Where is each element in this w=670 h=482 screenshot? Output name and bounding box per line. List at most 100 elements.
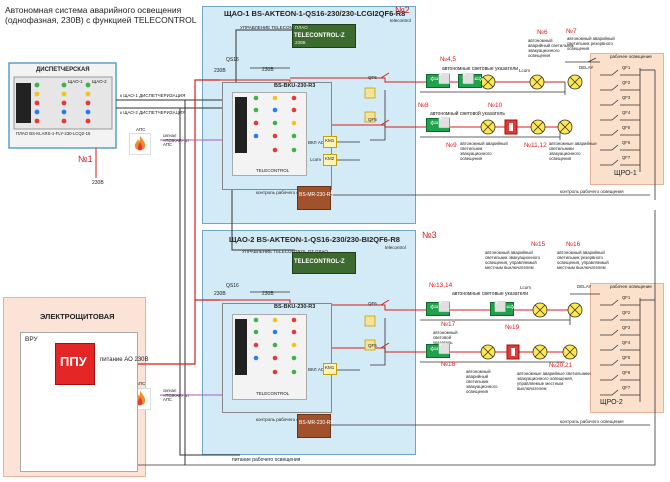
exit-sign-4	[426, 74, 450, 88]
exit-running-man-icon: ⇦⬜	[430, 302, 451, 313]
electro-work-feed: питание рабочего освещения	[232, 457, 301, 463]
g1-n8: №8	[418, 102, 429, 109]
panel2-bku-screen	[235, 319, 247, 375]
flame-icon	[134, 136, 146, 151]
panel2-qf6: QF6	[368, 301, 377, 306]
panel2-km1	[323, 363, 337, 375]
shro2-qf7: QF7	[622, 385, 631, 390]
exit-sign-5	[458, 74, 482, 88]
g1-n6-desc: автономный аварийный светильник эвакуаци…	[528, 38, 574, 58]
dispatch-bus1: к ЩАО-1 ДИСПЕТЧЕРИЗАЦИЯ	[120, 93, 186, 98]
panel2-qf5: QF5	[368, 343, 377, 348]
panel1-tc-label: TELECONTROL-Z	[294, 33, 345, 39]
shro1-breakers	[600, 68, 655, 172]
panel2-tc-module	[292, 252, 356, 274]
shro2-qf4: QF4	[622, 340, 631, 345]
fire-alarm-label-2: АПС	[136, 381, 146, 386]
panel1-qf6: QF6	[368, 75, 377, 80]
panel1-num: №2	[395, 5, 410, 15]
g1-n1112: №11,12	[524, 142, 547, 149]
shro1-qf3: QF3	[622, 95, 631, 100]
panel1-telecontrol-bus: telecontrol	[390, 18, 411, 23]
panel2-tc-label: TELECONTROL-Z	[294, 259, 345, 265]
lamps-group2	[480, 302, 583, 360]
diagram-title-line1: Автономная система аварийного освещения	[5, 5, 182, 15]
g2-n15-desc: автономный аварийный светильник эвакуаци…	[485, 250, 541, 270]
g1-n7-desc: автономный аварийный светильник резервно…	[567, 36, 615, 51]
g2-n2021-desc: автономные аварийные светильники эвакуац…	[517, 371, 591, 391]
panel1-breakers	[364, 87, 376, 123]
g1-n10: №10	[488, 102, 503, 109]
g2-n18: №18	[441, 361, 456, 368]
panel2-qs: QS16	[226, 283, 239, 289]
panel1-bku-label: BS-BKU-230-R3	[274, 83, 316, 89]
exit-running-man-icon: ⇦⬜	[430, 74, 451, 85]
panel2-vkl: ВКЛ АО	[308, 367, 325, 372]
panel1-km2	[323, 154, 337, 166]
panel1-230b: 230В	[262, 67, 274, 73]
exit-running-man-icon: ⇦⬜	[430, 344, 451, 355]
g1-shro: ЩРО-1	[614, 170, 637, 177]
g1-n45: №4,5	[440, 56, 457, 63]
shro1-qf1: QF1	[622, 65, 631, 70]
panel1-mr-module	[297, 186, 331, 210]
panel1-bku-screen	[235, 97, 247, 153]
shro2-qf5: QF5	[622, 355, 631, 360]
g1-n6: №6	[537, 29, 548, 36]
g1-n7: №7	[566, 28, 577, 35]
panel1-230: 230В	[214, 68, 226, 74]
g2-n2021: №20,21	[549, 362, 573, 369]
panel2-mr-module	[297, 414, 331, 438]
panel1-vkl: ВКЛ АО	[308, 140, 325, 145]
panel2-mr-label: BS-MR-230-R5	[299, 420, 334, 426]
exit-running-man-icon: ⇦⬜	[430, 118, 451, 129]
shro2-qf6: QF6	[622, 370, 631, 375]
g2-n15: №15	[531, 241, 546, 248]
panel1-lcom: Lcom	[310, 157, 322, 162]
shro1-qf7: QF7	[622, 155, 631, 160]
shro2-qf1: QF1	[622, 295, 631, 300]
panel2-ctrl-note: контроль рабочего освещения	[256, 417, 320, 422]
panel1-bku-indicators	[253, 95, 297, 153]
fire-signal-1: сигнал «ПОЖАР» от АПС	[163, 133, 190, 147]
dispatch-title: ДИСПЕТЧЕРСКАЯ	[36, 67, 90, 73]
g2-n17-desc: автономный световой указатель	[433, 330, 458, 345]
panel2-telecontrol-bus: telecontrol	[385, 245, 406, 250]
shro2-qf2: QF2	[622, 310, 631, 315]
g2-delay: DELAY	[577, 284, 592, 289]
dispatch-feed: 230В	[92, 180, 104, 186]
panel2-km1-label: KM1	[325, 365, 335, 370]
panel2-bku-telecontrol: TELECONTROL	[256, 391, 290, 396]
g2-n1314: №13,14	[429, 282, 453, 289]
panel2-title: ЩАО-2 BS-AKTEON-1-QS16-230/230-BI2QF6-R8	[229, 235, 400, 244]
panel1-title: ЩАО-1 BS-AKTEON-1-QS16-230/230-LCGI2QF6-…	[224, 9, 406, 18]
g2-lcom: Lcom	[520, 285, 532, 290]
shro2-breakers	[600, 298, 655, 402]
g1-n45-desc: автономные световые указатели	[442, 66, 519, 72]
panel1-km1-label: KM1	[325, 138, 335, 143]
electro-title: ЭЛЕКТРОЩИТОВАЯ	[40, 312, 115, 321]
panel1-tc-small1: ПЛАО	[295, 25, 308, 30]
panel1-qs: QS16	[226, 57, 239, 63]
panel2-bku-indicators	[253, 317, 297, 375]
g1-n9: №9	[446, 142, 457, 149]
g2-n16-desc: автономный аварийный светильник резервно…	[557, 250, 609, 270]
fire-alarm-label-1: АПС	[136, 127, 146, 132]
panel1-tc-module	[292, 24, 356, 48]
shro2-qf3: QF3	[622, 325, 631, 330]
shro1-qf6: QF6	[622, 140, 631, 145]
panel1-bku-telecontrol: TELECONTROL	[256, 168, 290, 173]
exit-running-man-icon: ⬜⇨	[462, 74, 483, 85]
g2-n16: №16	[566, 241, 581, 248]
vru-label: ВРУ	[25, 336, 38, 343]
g2-work-light: рабочее освещение	[610, 284, 652, 289]
panel1-qf5: QF5	[368, 117, 377, 122]
panel1-mr-label: BS-MR-230-R5	[299, 192, 334, 198]
dispatch-panel2-label: ЩАО-2	[92, 79, 107, 84]
fire-signal-2: сигнал «ПОЖАР» от АПС	[163, 388, 190, 402]
panel1-km2-label: KM2	[325, 156, 335, 161]
dispatch-panel1-label: ЩАО-1	[68, 79, 83, 84]
g2-work-ctrl: контроль рабочего освещения	[560, 419, 624, 424]
panel2-230b: 230В	[262, 291, 274, 297]
